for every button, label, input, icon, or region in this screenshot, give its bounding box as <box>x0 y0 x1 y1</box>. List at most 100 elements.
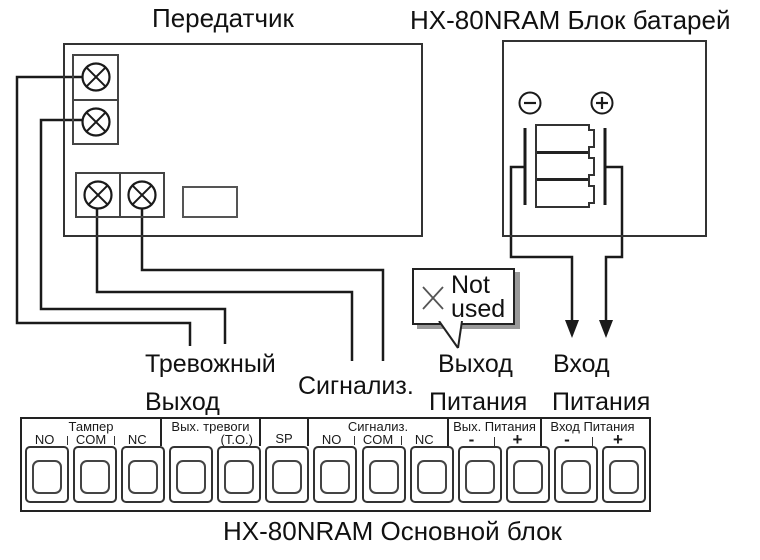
terminal-opening <box>224 460 255 494</box>
section-label: Сигнализ. <box>347 419 409 434</box>
screw-terminal-icon <box>80 62 111 92</box>
terminal-cell <box>119 174 163 216</box>
sublabel-divider <box>400 436 402 445</box>
terminal-label: COM <box>362 432 394 447</box>
sublabel-divider <box>354 436 356 445</box>
wire-alarm-1 <box>15 75 192 346</box>
power-input-label-line1: Вход <box>553 350 610 378</box>
not-used-callout: Not used <box>412 268 515 325</box>
main-block-caption: HX-80NRAM Основной блок <box>223 516 562 546</box>
terminal-opening <box>368 460 399 494</box>
terminal-label: NO <box>34 432 55 447</box>
battery-cell <box>537 126 588 151</box>
terminal <box>601 446 646 503</box>
terminal-opening <box>80 460 111 494</box>
arrow-head-left <box>565 320 579 338</box>
terminal <box>217 446 262 503</box>
not-used-text: Not used <box>451 270 506 323</box>
terminal-label: - <box>468 430 475 449</box>
callout-tail <box>438 321 463 349</box>
terminal-label: COM <box>75 432 107 447</box>
terminal-label: - <box>564 430 570 449</box>
terminal-cell <box>77 174 119 216</box>
transmitter-terminal-pair-left <box>72 54 119 145</box>
section-label: Вых. Питания <box>453 419 536 434</box>
arrow-head-right <box>599 320 613 338</box>
battery-block-title: HX-80NRAM Блок батарей <box>410 5 731 35</box>
section-label: Вход Питания <box>550 419 635 434</box>
wire-battery-minus <box>509 165 574 322</box>
signal-label: Сигнализ. <box>298 372 414 400</box>
terminal-cell <box>74 98 117 144</box>
terminal <box>409 446 454 503</box>
sublabel-divider <box>113 436 115 445</box>
terminal <box>25 446 69 503</box>
plus-terminal-icon <box>590 91 614 115</box>
not-used-line2: used <box>451 294 506 323</box>
screw-terminal-icon <box>80 107 111 137</box>
terminal-section-alarm-output: Вых. тревоги (Т.О.) <box>160 419 259 446</box>
terminal-label: + <box>613 430 623 449</box>
terminal-opening <box>416 460 447 494</box>
transmitter-title: Передатчик <box>152 3 294 33</box>
terminal-label: SP <box>275 431 293 446</box>
power-output-label-line1: Выход <box>438 350 513 378</box>
transmitter-terminal-pair-bottom <box>75 172 165 218</box>
terminal <box>361 446 406 503</box>
terminal-section-power-output: Вых. Питания - + <box>447 419 540 449</box>
terminal-opening <box>176 460 207 494</box>
section-label: Вых. тревоги <box>171 419 250 434</box>
section-label: Тампер <box>68 419 114 434</box>
transmitter-component-rect <box>182 186 238 218</box>
terminal-section-tamper: Тампер NO COM NC <box>22 419 160 446</box>
sublabel-divider <box>494 437 495 446</box>
terminal-opening <box>272 460 303 494</box>
terminal-section-signal: Сигнализ. NO COM NC <box>307 419 447 446</box>
alarm-output-label-line2: Выход <box>145 388 220 416</box>
terminal <box>265 446 310 503</box>
terminal-cell <box>74 56 117 99</box>
not-used-line1: Not <box>451 270 490 299</box>
terminal-opening <box>128 460 159 494</box>
battery-cell <box>537 178 588 206</box>
terminal-block-header: Тампер NO COM NC Вых. тревоги (Т.О.) S <box>22 419 649 449</box>
battery-stack <box>535 124 590 208</box>
terminal-section-power-input: Вход Питания - + <box>540 419 643 449</box>
main-terminal-block: Тампер NO COM NC Вых. тревоги (Т.О.) S <box>20 417 651 512</box>
sublabel-divider <box>67 436 69 445</box>
terminal <box>169 446 214 503</box>
screw-terminal-icon <box>83 180 113 210</box>
terminal <box>121 446 166 503</box>
terminal-label: NC <box>127 432 147 447</box>
sublabel-divider <box>592 437 593 446</box>
minus-terminal-icon <box>518 91 542 115</box>
cross-icon <box>422 285 444 310</box>
transmitter-box <box>63 43 423 237</box>
terminal <box>73 446 118 503</box>
terminal-opening <box>32 460 62 494</box>
terminal-row <box>22 446 649 503</box>
terminal-label: NC <box>414 432 434 447</box>
battery-cell <box>537 150 588 179</box>
wire-signal-2 <box>140 204 385 361</box>
terminal <box>457 446 502 503</box>
terminal-label: (Т.О.) <box>220 432 254 447</box>
terminal <box>505 446 550 503</box>
battery-cell-contact <box>588 157 595 176</box>
screw-terminal-icon <box>127 180 157 210</box>
terminal-opening <box>512 460 543 494</box>
battery-box <box>502 40 707 237</box>
terminal <box>553 446 598 503</box>
terminal <box>313 446 358 503</box>
wire-battery-plus <box>604 165 624 322</box>
battery-cell-contact <box>588 129 595 148</box>
battery-cell-contact <box>588 185 595 204</box>
alarm-output-label-line1: Тревожный <box>145 350 276 378</box>
power-input-label-line2: Питания <box>552 388 651 416</box>
terminal-opening <box>560 460 591 494</box>
terminal-label: + <box>512 430 523 449</box>
terminal-opening <box>608 460 639 494</box>
terminal-opening <box>464 460 495 494</box>
